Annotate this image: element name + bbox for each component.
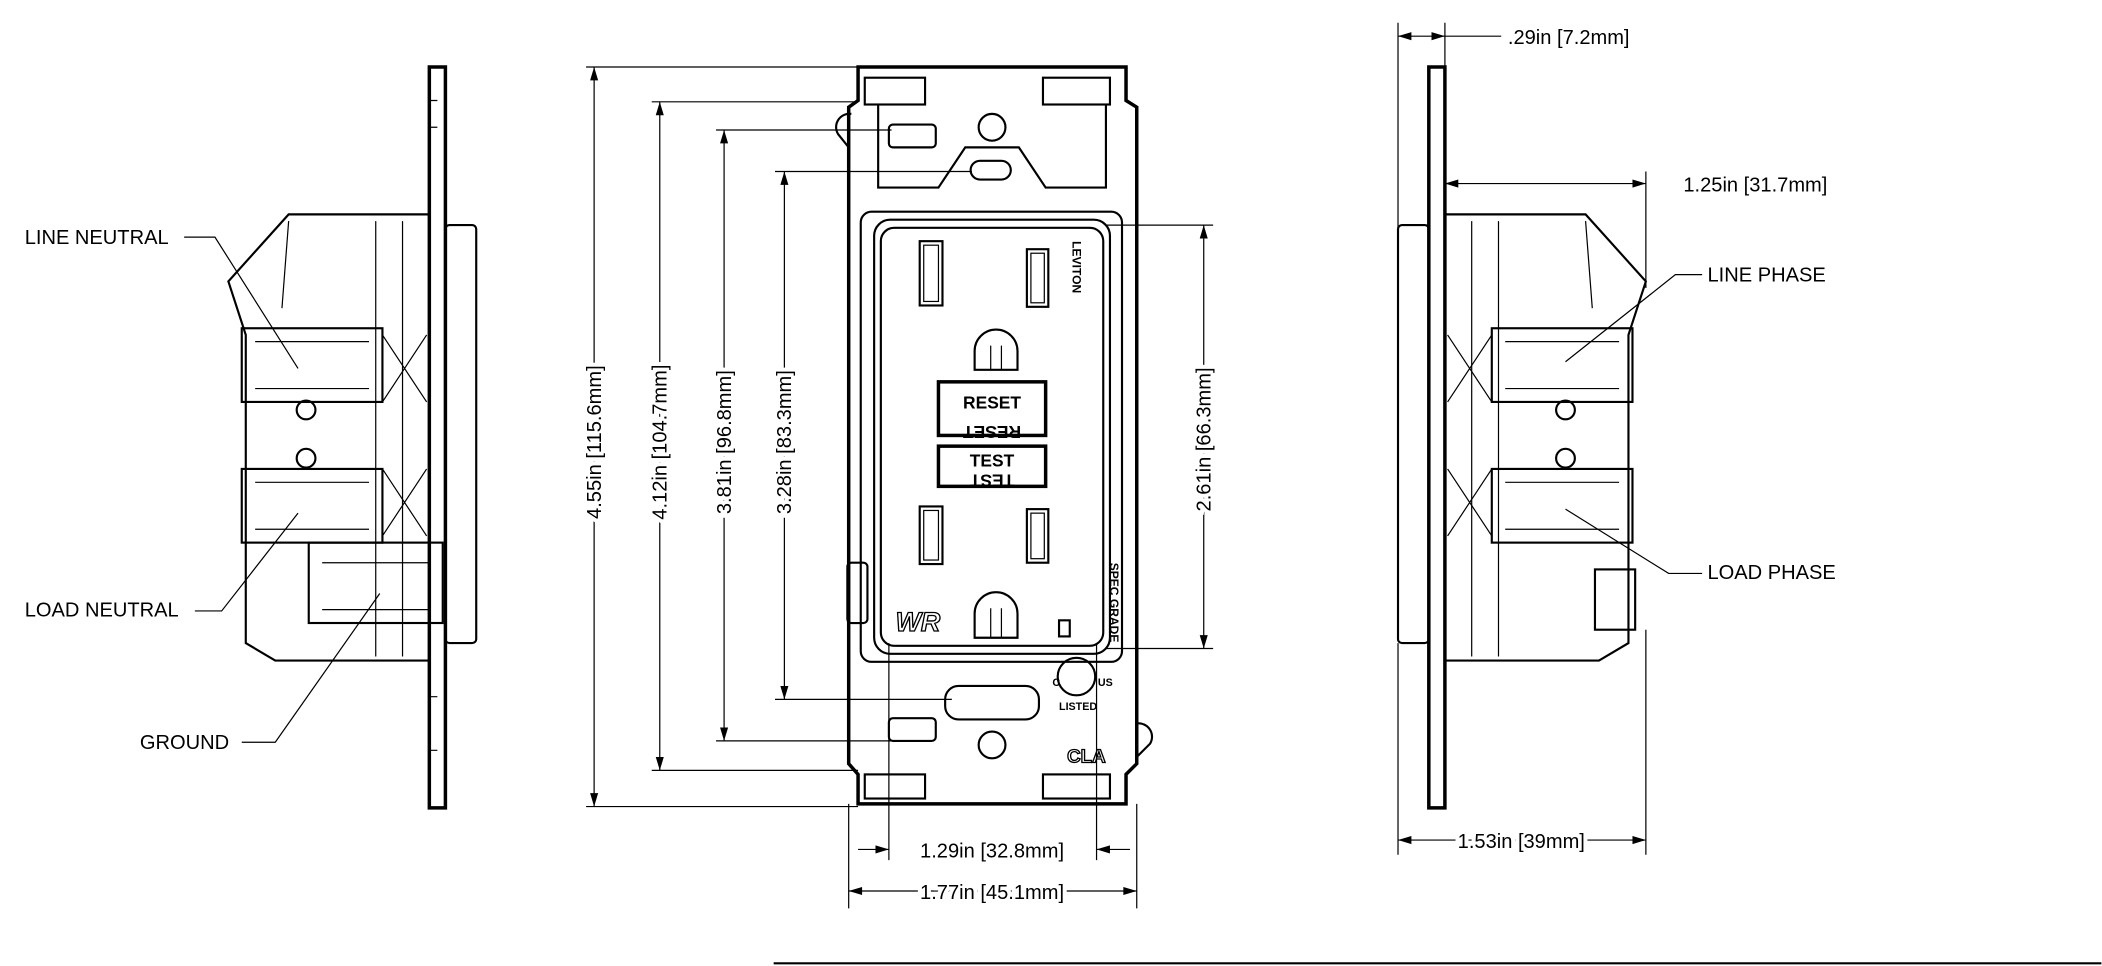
reset-label-inverted: RESET xyxy=(963,422,1021,442)
svg-text:3.81in [96.8mm]: 3.81in [96.8mm] xyxy=(714,370,736,514)
svg-text:.29in [7.2mm]: .29in [7.2mm] xyxy=(1508,27,1630,49)
dimension-face-height: 2.61in [66.3mm] xyxy=(1105,224,1219,650)
bottom-mount-hole xyxy=(977,730,1007,760)
svg-text:1.29in [32.8mm]: 1.29in [32.8mm] xyxy=(920,840,1064,862)
load-phase-label: LOAD PHASE xyxy=(1708,562,1836,584)
left-terminal-blocks xyxy=(240,327,444,625)
line-phase-label: LINE PHASE xyxy=(1708,264,1826,286)
svg-text:4.55in [115.6mm]: 4.55in [115.6mm] xyxy=(584,365,606,519)
dimension-overall-width: 1.77in [45.1mm] xyxy=(848,803,1138,909)
svg-text:1.77in [45.1mm]: 1.77in [45.1mm] xyxy=(920,882,1064,904)
dimension-inner-span: 3.28in [83.3mm] xyxy=(770,170,972,700)
svg-text:1.25in [31.7mm]: 1.25in [31.7mm] xyxy=(1683,175,1827,197)
dimension-strap-height: 4.12in [104.7mm] xyxy=(645,101,859,771)
svg-text:2.61in [66.3mm]: 2.61in [66.3mm] xyxy=(1193,367,1215,511)
dimension-mount-hole-span: 3.81in [96.8mm] xyxy=(710,129,892,742)
dimension-body-depth: 1.25in [31.7mm] xyxy=(1444,171,1831,289)
reset-label: RESET xyxy=(963,393,1021,413)
right-terminal-blocks xyxy=(1447,327,1637,631)
svg-text:3.28in [83.3mm]: 3.28in [83.3mm] xyxy=(774,370,796,514)
left-side-view xyxy=(227,65,478,810)
test-label: TEST xyxy=(970,450,1015,470)
test-label-inverted: TEST xyxy=(969,470,1014,490)
brand-label: LEVITON xyxy=(1069,241,1083,293)
svg-text:1.53in [39mm]: 1.53in [39mm] xyxy=(1458,831,1585,853)
listing-mark xyxy=(1056,656,1097,697)
callout-ground: GROUND xyxy=(140,593,381,754)
callout-line-phase: LINE PHASE xyxy=(1565,264,1826,363)
callout-line-neutral: LINE NEUTRAL xyxy=(25,227,299,369)
svg-text:4.12in [104.7mm]: 4.12in [104.7mm] xyxy=(649,365,671,520)
callout-load-neutral: LOAD NEUTRAL xyxy=(25,512,299,621)
test-button xyxy=(936,444,1048,489)
ground-label: GROUND xyxy=(140,732,229,754)
right-side-view xyxy=(1396,65,1648,810)
dimension-face-width: 1.29in [32.8mm] xyxy=(858,643,1131,862)
listing-c: C xyxy=(1052,677,1060,689)
listing-us: US xyxy=(1098,677,1113,689)
dimension-plate-depth: .29in [7.2mm] xyxy=(1397,22,1630,228)
reset-button xyxy=(936,380,1048,438)
load-neutral-label: LOAD NEUTRAL xyxy=(25,599,179,621)
wr-mark: WR xyxy=(896,607,941,637)
listed-label: LISTED xyxy=(1059,701,1097,713)
dimension-total-depth: 1.53in [39mm] xyxy=(1397,629,1647,857)
line-neutral-label: LINE NEUTRAL xyxy=(25,227,169,249)
top-mount-hole xyxy=(977,112,1007,142)
cla-mark: CLA xyxy=(1067,745,1106,766)
callout-load-phase: LOAD PHASE xyxy=(1565,508,1836,584)
spec-grade-label: SPEC GRADE xyxy=(1107,563,1121,643)
front-view: RESET RESET TEST TEST WR LEVITON SPEC GR… xyxy=(835,65,1154,806)
dimension-overall-height: 4.55in [115.6mm] xyxy=(580,66,859,808)
